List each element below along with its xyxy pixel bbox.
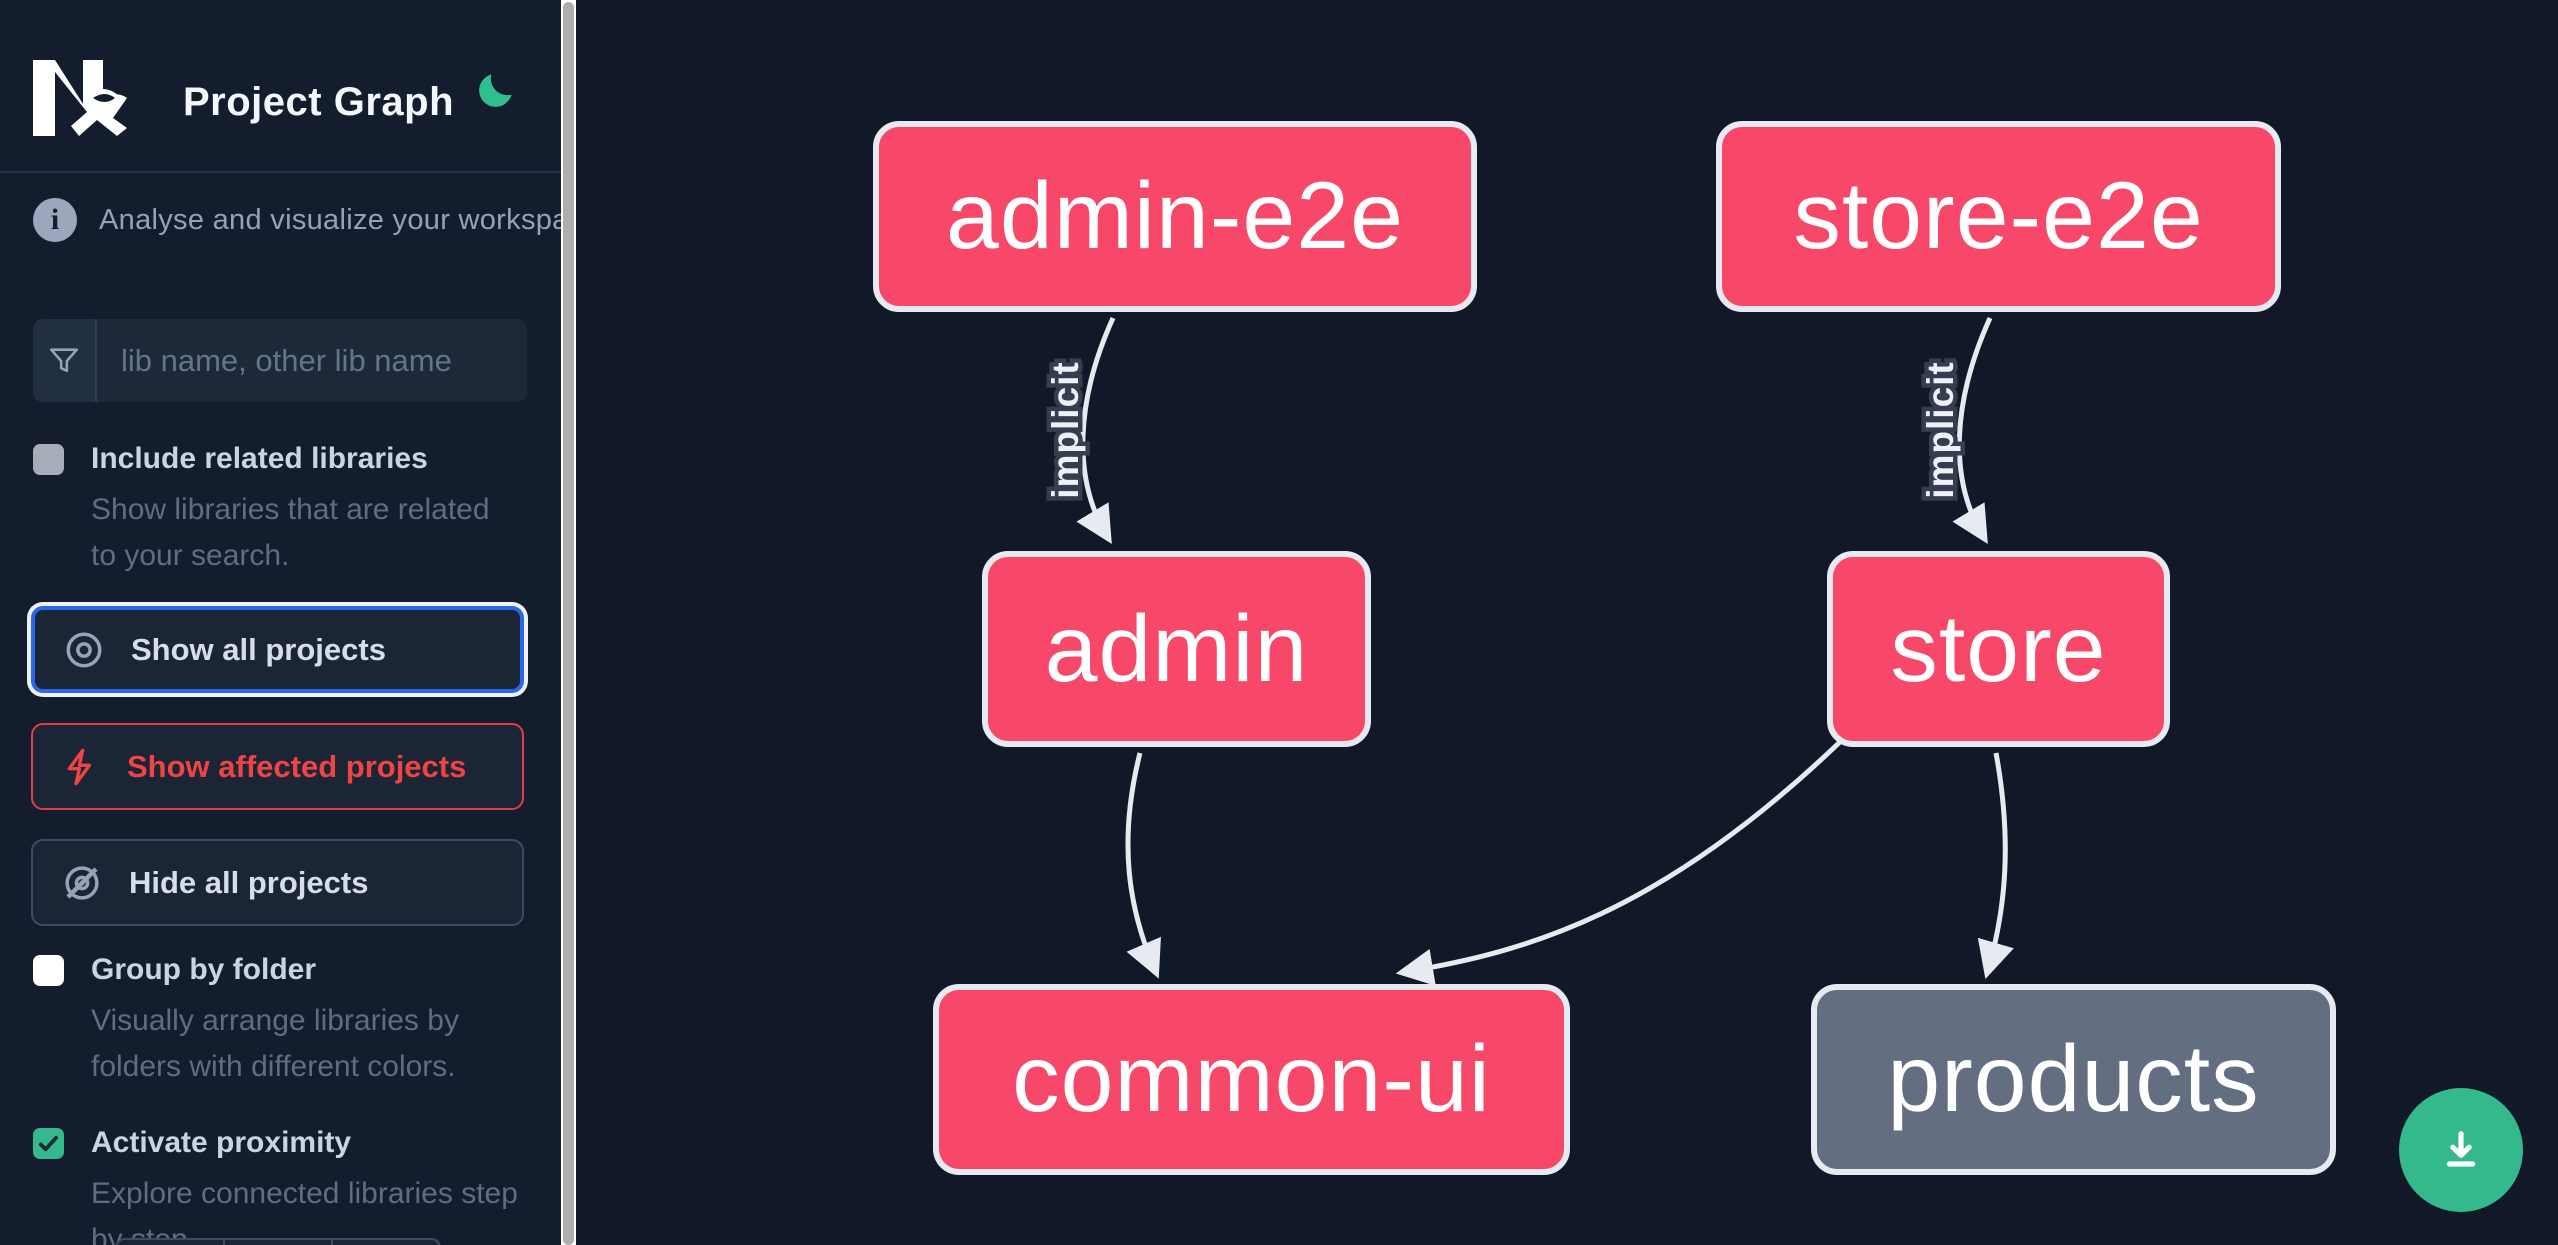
- checkbox-label: Include related libraries: [91, 442, 428, 475]
- checkbox-description: Explore connected libraries step by step…: [91, 1177, 518, 1245]
- stepper-segment[interactable]: [115, 1238, 225, 1245]
- bolt-icon: [67, 748, 92, 785]
- info-icon: i: [33, 198, 77, 242]
- node-products[interactable]: products: [1811, 984, 2336, 1175]
- checkbox-description: Show libraries that are related to your …: [91, 493, 490, 572]
- button-label: Show affected projects: [127, 748, 467, 784]
- checkbox-description: Visually arrange libraries by folders wi…: [91, 1004, 459, 1083]
- eye-icon: [66, 632, 102, 667]
- download-icon: [2446, 1131, 2476, 1167]
- group-by-folder-checkbox[interactable]: [33, 955, 64, 986]
- nx-logo-icon: [33, 60, 127, 136]
- stepper-segment[interactable]: [225, 1238, 333, 1245]
- activate-proximity-row: Activate proximity Explore connected lib…: [33, 1125, 533, 1245]
- search-input[interactable]: [97, 319, 527, 402]
- sidebar-header: Project Graph: [0, 0, 561, 173]
- button-label: Show all projects: [131, 631, 386, 667]
- filter-funnel-icon: [33, 319, 97, 402]
- theme-toggle-moon-icon[interactable]: [474, 68, 518, 112]
- show-affected-projects-button[interactable]: Show affected projects: [31, 723, 524, 810]
- node-common-ui[interactable]: common-ui: [933, 984, 1570, 1175]
- button-label: Hide all projects: [129, 864, 369, 900]
- show-all-projects-button[interactable]: Show all projects: [31, 606, 524, 693]
- checkbox-label: Group by folder: [91, 953, 316, 986]
- node-admin-e2e[interactable]: admin-e2e: [873, 121, 1477, 312]
- node-store-e2e[interactable]: store-e2e: [1716, 121, 2281, 312]
- download-graph-button[interactable]: [2399, 1088, 2523, 1212]
- check-icon: [38, 1135, 59, 1152]
- stepper-segment[interactable]: [333, 1238, 441, 1245]
- search-box: [33, 319, 527, 402]
- node-store[interactable]: store: [1827, 551, 2170, 747]
- eye-off-icon: [65, 865, 99, 900]
- workspace-tagline: Analyse and visualize your workspace.: [99, 203, 609, 236]
- hide-all-projects-button[interactable]: Hide all projects: [31, 839, 524, 926]
- workspace-tagline-row: i Analyse and visualize your workspace.: [33, 198, 608, 242]
- scrollbar-thumb[interactable]: [563, 2, 574, 1245]
- include-related-libraries-checkbox[interactable]: [33, 444, 64, 475]
- proximity-stepper[interactable]: [115, 1238, 441, 1245]
- group-by-folder-row: Group by folder Visually arrange librari…: [33, 952, 533, 1090]
- include-related-libraries-row: Include related libraries Show libraries…: [33, 441, 533, 579]
- sidebar: Project Graph i Analyse and visualize yo…: [0, 0, 608, 1245]
- activate-proximity-checkbox[interactable]: [33, 1128, 64, 1159]
- page-title: Project Graph: [183, 80, 455, 124]
- node-admin[interactable]: admin: [982, 551, 1371, 747]
- checkbox-label: Activate proximity: [91, 1126, 352, 1159]
- sidebar-scrollbar[interactable]: [561, 0, 576, 1245]
